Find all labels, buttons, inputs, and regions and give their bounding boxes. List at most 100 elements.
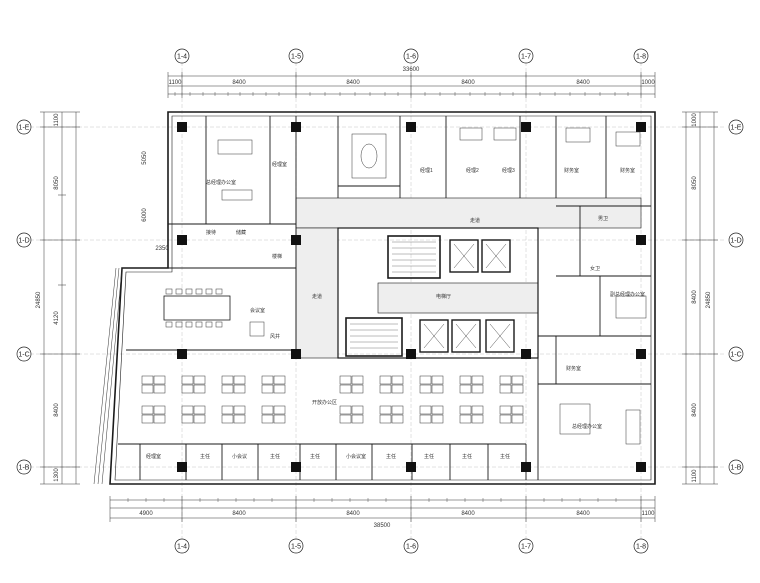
partition-walls — [118, 116, 651, 480]
corridor-top-zone — [295, 197, 642, 229]
axis-bubbles-left: 1-E 1-D 1-C 1-B — [16, 119, 32, 475]
label-bottom-room-10: 主任 — [500, 453, 510, 460]
dim-bottom-total: 38500 — [374, 523, 391, 529]
axis-label-row-2-right: 1-D — [730, 238, 741, 245]
axis-label-col-1: 1-4 — [177, 54, 187, 61]
desk-pod — [379, 375, 404, 394]
label-office-top-b: 经理2 — [466, 167, 479, 174]
desk-pod — [339, 405, 364, 424]
desk-pod — [499, 375, 524, 394]
dim-left-mid: 4120 — [54, 311, 60, 325]
label-toilet-f: 女卫 — [590, 265, 600, 272]
desk — [431, 384, 444, 394]
axis-label-col-4: 1-7 — [521, 54, 531, 61]
desk — [193, 375, 206, 385]
desk — [471, 405, 484, 415]
desk — [419, 375, 432, 385]
desk — [339, 384, 352, 394]
meeting-table — [163, 288, 231, 328]
axis-bubbles-right: 1-E 1-D 1-C 1-B — [728, 119, 744, 475]
desk — [273, 384, 286, 394]
dim-left-total: 24850 — [36, 291, 42, 308]
label-office-r2: 总经理办公室 — [572, 423, 602, 430]
axis-bubbles-top: 1-4 1-5 1-6 1-7 1-8 — [174, 48, 649, 64]
label-bottom-room-3: 小会议 — [232, 453, 247, 460]
label-office-r: 副总经理办公室 — [610, 291, 645, 298]
label-stair-left: 楼梯 — [272, 253, 282, 260]
desk — [499, 405, 512, 415]
desk — [499, 384, 512, 394]
axis-label-col-2-bottom: 1-5 — [291, 544, 301, 551]
desk — [181, 414, 194, 424]
desk — [471, 384, 484, 394]
desk-pod — [459, 405, 484, 424]
axis-label-row-1: 1-E — [19, 125, 30, 132]
desk — [141, 384, 154, 394]
desk — [419, 405, 432, 415]
dim-right-bottom: 1100 — [692, 469, 698, 483]
label-office-top-e: 财务室 — [620, 167, 635, 174]
axis-label-col-2: 1-5 — [291, 54, 301, 61]
label-bottom-room-6: 小会议室 — [346, 453, 366, 460]
desk — [261, 405, 274, 415]
desk — [181, 384, 194, 394]
desk — [233, 405, 246, 415]
dim-top-bay-4: 8400 — [576, 80, 590, 86]
desk — [391, 375, 404, 385]
label-bottom-room-2: 主任 — [200, 453, 210, 460]
desk-pod — [261, 375, 286, 394]
axis-label-row-3-right: 1-C — [730, 352, 741, 359]
desk-pod — [221, 405, 246, 424]
desk — [431, 414, 444, 424]
elevator-hall-zone — [377, 282, 539, 314]
desk — [471, 375, 484, 385]
dimension-lines-bottom — [109, 496, 656, 522]
desk — [261, 384, 274, 394]
label-corridor-left: 走道 — [312, 293, 322, 300]
desk — [221, 414, 234, 424]
dim-bottom-bay-4: 8400 — [576, 511, 590, 517]
office-furniture — [217, 127, 647, 445]
label-office-r3: 财务室 — [566, 365, 581, 372]
axis-label-row-4: 1-B — [19, 465, 30, 472]
desk — [153, 375, 166, 385]
desk — [273, 405, 286, 415]
axis-label-row-3: 1-C — [18, 352, 29, 359]
open-office-desks — [141, 375, 524, 424]
dim-bottom-left: 4900 — [139, 511, 153, 517]
desk — [471, 414, 484, 424]
dim-right-upper: 8050 — [692, 176, 698, 190]
desk — [193, 414, 206, 424]
label-open-office: 开放办公区 — [312, 399, 337, 406]
dim-left-bottom: 1300 — [54, 468, 60, 482]
label-office-top-d: 财务室 — [564, 167, 579, 174]
desk — [221, 375, 234, 385]
desk — [431, 405, 444, 415]
desk — [499, 375, 512, 385]
label-office-tl: 总经理办公室 — [206, 179, 236, 186]
desk — [391, 384, 404, 394]
desk — [141, 405, 154, 415]
desk — [351, 414, 364, 424]
desk — [419, 384, 432, 394]
desk — [511, 384, 524, 394]
axis-label-col-5-bottom: 1-8 — [636, 544, 646, 551]
desk — [273, 375, 286, 385]
desk — [153, 384, 166, 394]
desk-pod — [221, 375, 246, 394]
desk — [499, 414, 512, 424]
dim-right-top: 1000 — [692, 113, 698, 127]
desk — [193, 405, 206, 415]
desk — [339, 405, 352, 415]
desk — [233, 375, 246, 385]
desk — [181, 405, 194, 415]
label-office-top-a: 经理1 — [420, 167, 433, 174]
label-bottom-room-1: 经理室 — [146, 453, 161, 460]
desk — [511, 414, 524, 424]
axis-label-col-1-bottom: 1-4 — [177, 544, 187, 551]
desk — [141, 375, 154, 385]
axis-label-col-5: 1-8 — [636, 54, 646, 61]
axis-label-row-4-right: 1-B — [731, 465, 742, 472]
dim-top-bay-3: 8400 — [461, 80, 475, 86]
